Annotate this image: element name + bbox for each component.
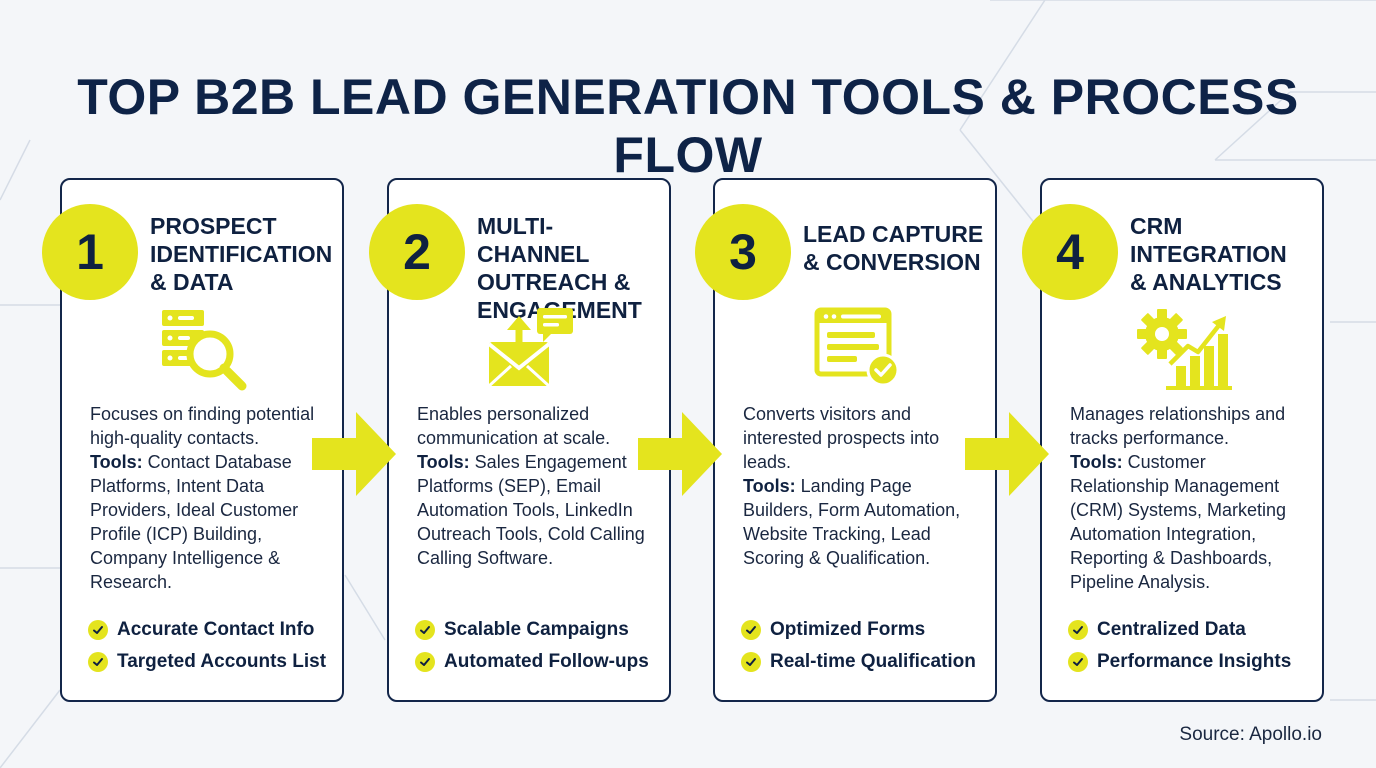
check-icon	[415, 652, 435, 672]
benefit-item: Real-time Qualification	[741, 646, 985, 678]
benefit-item: Automated Follow-ups	[415, 646, 659, 678]
step-tools: Tools: Customer Relationship Management …	[1070, 452, 1287, 592]
source-credit: Source: Apollo.io	[1179, 724, 1322, 745]
step-description: Enables personalized communication at sc…	[417, 402, 653, 570]
flow-arrow-icon	[638, 412, 722, 496]
step-number-badge: 2	[369, 204, 465, 300]
step-card-4: 4 CRM INTEGRATION & ANALYTICS	[1022, 178, 1324, 702]
page-title: TOP B2B LEAD GENERATION TOOLS & PROCESS …	[77, 69, 1299, 183]
benefit-item: Optimized Forms	[741, 614, 985, 646]
step-card-1: 1 PROSPECT IDENTIFICATION & DATA Focuses…	[42, 178, 344, 702]
check-icon	[415, 620, 435, 640]
flow-arrow-icon	[312, 412, 396, 496]
check-icon	[1068, 652, 1088, 672]
step-card-3: 3 LEAD CAPTURE & CONVERSION Converts vis…	[695, 178, 997, 702]
step-tools: Tools: Landing Page Builders, Form Autom…	[743, 476, 961, 568]
step-heading: LEAD CAPTURE & CONVERSION	[803, 221, 984, 275]
step-heading: PROSPECT IDENTIFICATION & DATA	[150, 213, 333, 295]
benefit-item: Targeted Accounts List	[88, 646, 332, 678]
benefit-item: Performance Insights	[1068, 646, 1312, 678]
step-heading: CRM INTEGRATION & ANALYTICS	[1130, 213, 1287, 295]
gear-chart-icon	[1137, 309, 1232, 390]
step-number-badge: 1	[42, 204, 138, 300]
check-icon	[88, 620, 108, 640]
step-benefits: Accurate Contact Info Targeted Accounts …	[88, 614, 332, 678]
flow-arrow-icon	[965, 412, 1049, 496]
check-icon	[88, 652, 108, 672]
benefit-item: Scalable Campaigns	[415, 614, 659, 646]
form-check-icon	[814, 307, 900, 387]
step-benefits: Scalable Campaigns Automated Follow-ups	[415, 614, 659, 678]
email-chat-icon	[487, 308, 573, 388]
check-icon	[741, 652, 761, 672]
step-number-badge: 4	[1022, 204, 1118, 300]
step-card-2: 2 MULTI-CHANNEL OUTREACH & ENGAGEMENT En…	[369, 178, 671, 702]
check-icon	[741, 620, 761, 640]
step-description: Converts visitors and interested prospec…	[743, 402, 979, 570]
step-description: Manages relationships and tracks perform…	[1070, 402, 1306, 594]
step-number-badge: 3	[695, 204, 791, 300]
step-description: Focuses on finding potential high-qualit…	[90, 402, 326, 594]
benefit-item: Centralized Data	[1068, 614, 1312, 646]
step-tools: Tools: Contact Database Platforms, Inten…	[90, 452, 299, 592]
step-tools: Tools: Sales Engagement Platforms (SEP),…	[417, 452, 645, 568]
check-icon	[1068, 620, 1088, 640]
step-benefits: Optimized Forms Real-time Qualification	[741, 614, 985, 678]
database-search-icon	[162, 310, 247, 391]
benefit-item: Accurate Contact Info	[88, 614, 332, 646]
step-benefits: Centralized Data Performance Insights	[1068, 614, 1312, 678]
